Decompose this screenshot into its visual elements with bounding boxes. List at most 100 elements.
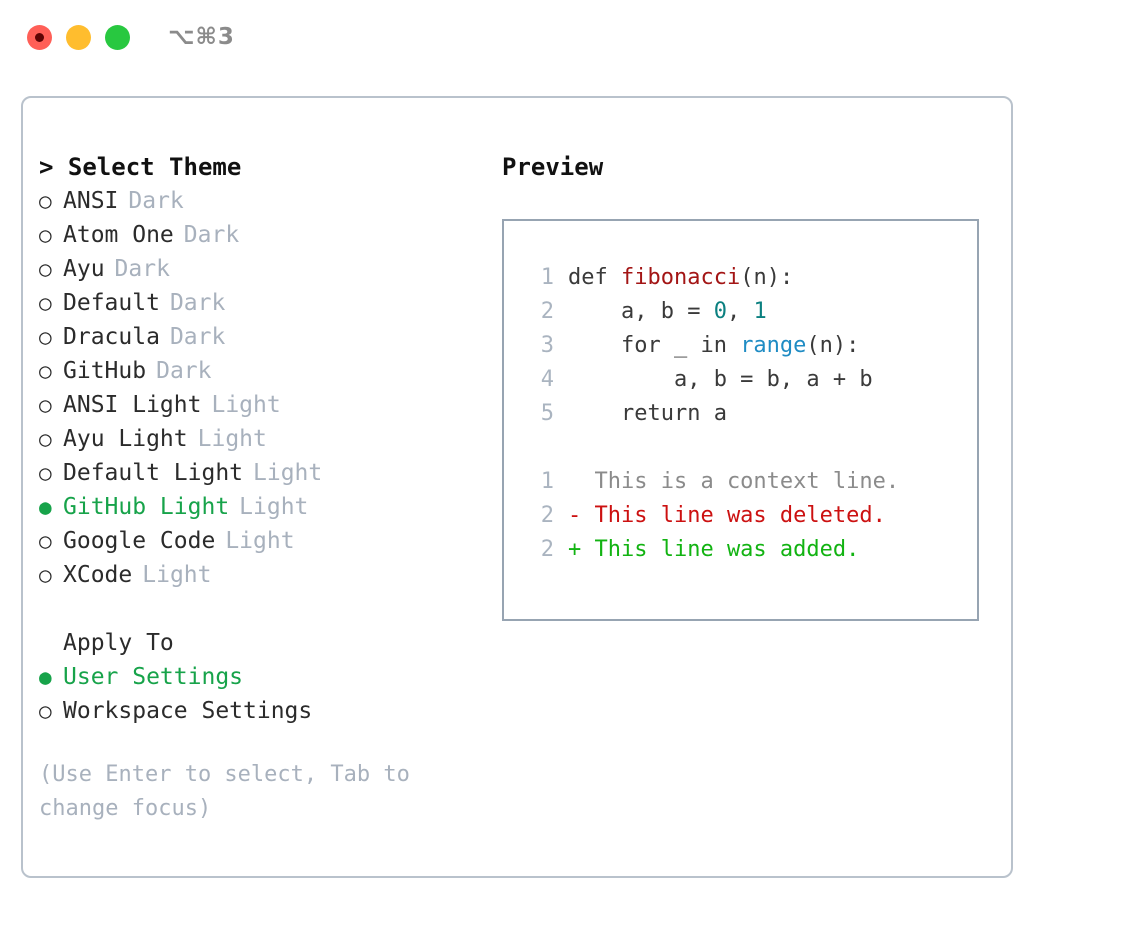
code-line: 2 a, b = 0, 1 — [526, 295, 977, 329]
code-token: def — [568, 265, 621, 290]
code-token: fibonacci — [620, 265, 741, 290]
code-token: 1 — [753, 299, 767, 324]
code-token: range — [740, 333, 807, 358]
apply-to-option-list: ● User Settings ○ Workspace Settings — [39, 660, 479, 728]
radio-unselected-icon: ○ — [39, 291, 52, 315]
radio-selected-icon: ● — [39, 665, 52, 689]
window-traffic-lights — [27, 25, 130, 50]
radio-unselected-icon: ○ — [39, 563, 52, 587]
radio-selected-icon: ● — [39, 495, 52, 519]
code-diff-separator — [526, 431, 977, 465]
minimize-window-button[interactable] — [66, 25, 91, 50]
theme-option-variant: Dark — [183, 222, 240, 248]
code-token: , — [726, 299, 754, 324]
radio-unselected-icon: ○ — [39, 223, 52, 247]
diff-line-text: - This line was deleted. — [568, 503, 886, 528]
theme-option-label: ANSI — [63, 188, 119, 214]
code-line-content: return a — [568, 397, 727, 431]
theme-option-variant: Light — [225, 528, 295, 554]
theme-option-label: Ayu — [63, 256, 105, 282]
code-line-content: a, b = 0, 1 — [568, 295, 767, 329]
theme-option-default-light[interactable]: ○ Default Light Light — [39, 456, 479, 490]
theme-option-ansi[interactable]: ○ ANSI Dark — [39, 184, 479, 218]
theme-option-variant: Light — [142, 562, 212, 588]
line-number: 2 — [540, 537, 554, 562]
radio-unselected-icon: ○ — [39, 529, 52, 553]
line-number: 1 — [540, 469, 554, 494]
radio-unselected-icon: ○ — [39, 393, 52, 417]
radio-unselected-icon: ○ — [39, 427, 52, 451]
theme-option-label: GitHub — [63, 358, 147, 384]
line-number: 5 — [540, 401, 554, 426]
apply-to-option-user-settings[interactable]: ● User Settings — [39, 660, 479, 694]
theme-option-variant: Dark — [169, 324, 226, 350]
theme-option-label: Default — [63, 290, 160, 316]
line-number: 3 — [540, 333, 554, 358]
theme-option-label: Default Light — [63, 460, 244, 486]
line-number: 2 — [540, 503, 554, 528]
theme-option-variant: Dark — [156, 358, 212, 384]
apply-to-option-label: Workspace Settings — [63, 698, 313, 724]
theme-option-default[interactable]: ○ Default Dark — [39, 286, 479, 320]
theme-option-label: GitHub Light — [63, 494, 230, 520]
code-line-content: a, b = b, a + b — [568, 363, 873, 397]
line-number: 4 — [540, 367, 554, 392]
code-token: return a — [568, 401, 727, 426]
code-token: (n): — [740, 265, 794, 290]
keyboard-shortcut-label: ⌥⌘3 — [168, 24, 235, 50]
maximize-window-button[interactable] — [105, 25, 130, 50]
code-line: 5 return a — [526, 397, 977, 431]
code-line: 3 for _ in range(n): — [526, 329, 977, 363]
theme-option-label: Google Code — [63, 528, 216, 554]
theme-option-variant: Dark — [114, 256, 170, 282]
theme-option-variant: Dark — [169, 290, 226, 316]
theme-option-google-code[interactable]: ○ Google Code Light — [39, 524, 479, 558]
radio-unselected-icon: ○ — [39, 461, 52, 485]
line-number: 2 — [540, 299, 554, 324]
apply-to-header: Apply To — [63, 630, 174, 656]
radio-unselected-icon: ○ — [39, 699, 52, 723]
theme-option-variant: Light — [239, 494, 309, 520]
radio-unselected-icon: ○ — [39, 325, 52, 349]
keyboard-hint-text: (Use Enter to select, Tab to change focu… — [39, 762, 410, 821]
code-line-content: for _ in range(n): — [568, 329, 859, 363]
code-line: 4 a, b = b, a + b — [526, 363, 977, 397]
apply-to-option-workspace-settings[interactable]: ○ Workspace Settings — [39, 694, 479, 728]
diff-line-text: + This line was added. — [568, 537, 860, 562]
code-line-content: def fibonacci(n): — [568, 261, 793, 295]
theme-option-github-light[interactable]: ● GitHub Light Light — [39, 490, 479, 524]
preview-title: Preview — [502, 153, 604, 181]
diff-sample: 1 This is a context line. 2 - This line wa… — [526, 465, 977, 567]
close-window-button[interactable] — [27, 25, 52, 50]
title-bar: ⌥⌘3 — [0, 0, 1140, 78]
theme-option-github[interactable]: ○ GitHub Dark — [39, 354, 479, 388]
code-token: a, b = — [568, 299, 714, 324]
apply-to-option-label: User Settings — [63, 664, 244, 690]
diff-line-ctx: 1 This is a context line. — [526, 465, 977, 499]
code-token: (n): — [806, 333, 860, 358]
theme-option-xcode[interactable]: ○ XCode Light — [39, 558, 479, 592]
diff-line-del: 2 - This line was deleted. — [526, 499, 977, 533]
theme-option-label: Ayu Light — [63, 426, 188, 452]
code-token: 0 — [713, 299, 727, 324]
radio-unselected-icon: ○ — [39, 359, 52, 383]
theme-option-variant: Light — [253, 460, 323, 486]
theme-option-variant: Dark — [128, 188, 184, 214]
theme-option-label: XCode — [63, 562, 133, 588]
line-number: 1 — [540, 265, 554, 290]
radio-unselected-icon: ○ — [39, 189, 52, 213]
diff-line-text: This is a context line. — [568, 469, 900, 494]
code-line: 1 def fibonacci(n): — [526, 261, 977, 295]
select-theme-header: > Select Theme — [39, 153, 242, 181]
